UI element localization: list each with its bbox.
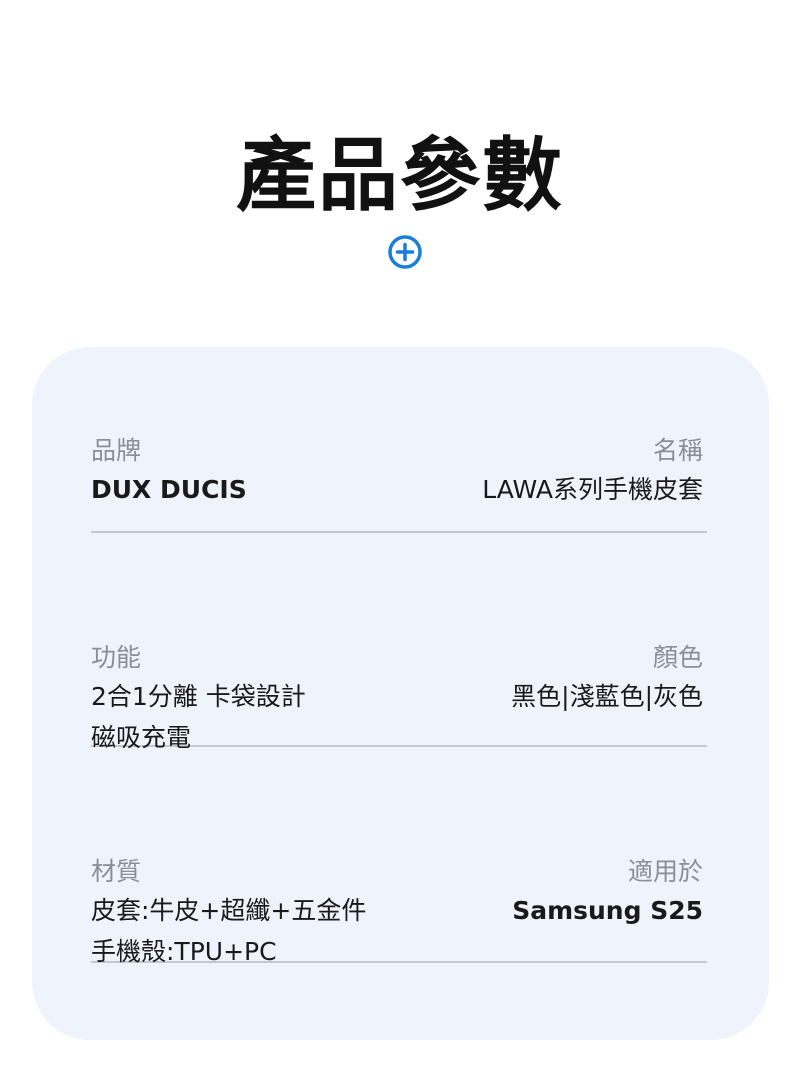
compatible-value: Samsung S25 bbox=[512, 896, 703, 925]
compatible-label: 適用於 bbox=[627, 857, 703, 886]
name-value: LAWA系列手機皮套 bbox=[482, 475, 703, 504]
material-label: 材質 bbox=[91, 857, 142, 886]
name-label: 名稱 bbox=[652, 436, 703, 465]
function-value-line2: 磁吸充電 bbox=[91, 723, 192, 752]
plus-circle-icon bbox=[388, 235, 422, 269]
spec-card: 品牌 名稱 DUX DUCIS LAWA系列手機皮套 功能 顏色 2合1分離 卡… bbox=[32, 347, 769, 1040]
spec-row-material-compatible: 材質 適用於 皮套:牛皮+超纖+五金件 手機殼:TPU+PC Samsung S… bbox=[91, 855, 707, 966]
spec-row-function-color: 功能 顏色 2合1分離 卡袋設計 磁吸充電 黑色|淺藍色|灰色 bbox=[91, 641, 707, 752]
function-value-line1: 2合1分離 卡袋設計 bbox=[91, 682, 306, 711]
function-label: 功能 bbox=[91, 643, 142, 672]
spec-row-brand-name: 品牌 名稱 DUX DUCIS LAWA系列手機皮套 bbox=[91, 434, 707, 533]
brand-label: 品牌 bbox=[91, 436, 142, 465]
color-label: 顏色 bbox=[652, 643, 703, 672]
material-value-line2: 手機殼:TPU+PC bbox=[91, 937, 277, 966]
page-title: 產品參數 bbox=[236, 129, 564, 222]
color-value: 黑色|淺藍色|灰色 bbox=[511, 682, 703, 711]
brand-value: DUX DUCIS bbox=[91, 475, 247, 504]
material-value-line1: 皮套:牛皮+超纖+五金件 bbox=[91, 896, 367, 925]
